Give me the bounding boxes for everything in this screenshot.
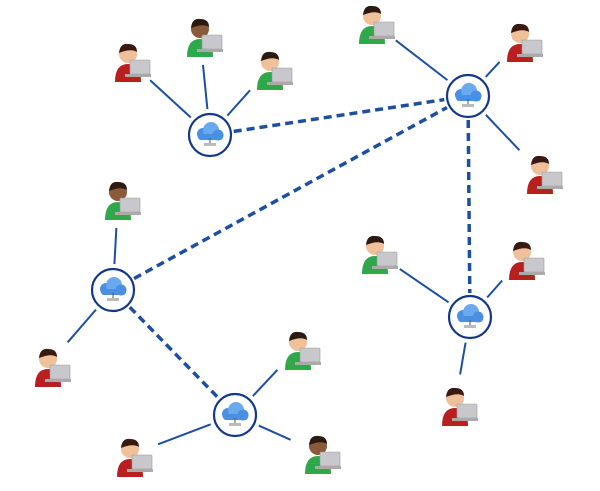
cloud-icon xyxy=(222,402,249,426)
user-link xyxy=(485,114,521,151)
user-4-person-icon[interactable] xyxy=(359,5,395,44)
cloud-icon xyxy=(197,122,224,146)
user-12-person-icon[interactable] xyxy=(285,331,321,370)
user-link xyxy=(66,308,97,343)
user-5-person-icon[interactable] xyxy=(507,23,543,62)
cloud-icon xyxy=(457,304,484,328)
user-link xyxy=(258,424,292,441)
user-1-person-icon[interactable] xyxy=(115,43,151,82)
user-9-person-icon[interactable] xyxy=(362,235,398,274)
user-2-person-icon[interactable] xyxy=(187,18,223,57)
user-link xyxy=(459,342,467,375)
user-link xyxy=(252,369,279,397)
backbone-link xyxy=(128,305,220,400)
laptop-icon xyxy=(127,454,153,472)
laptop-icon xyxy=(519,257,545,275)
laptop-icon xyxy=(267,67,293,85)
laptop-icon xyxy=(537,171,563,189)
user-link xyxy=(226,89,251,117)
user-link xyxy=(486,279,503,299)
hub-3-cloud-node[interactable] xyxy=(90,267,136,313)
laptop-icon xyxy=(295,347,321,365)
hub-4-cloud-node[interactable] xyxy=(447,294,493,340)
hub-2-cloud-node[interactable] xyxy=(445,73,491,119)
laptop-icon xyxy=(45,364,71,382)
user-link xyxy=(395,39,449,81)
user-link xyxy=(201,64,209,110)
user-link xyxy=(157,423,212,446)
user-8-person-icon[interactable] xyxy=(35,348,71,387)
laptop-icon xyxy=(315,451,341,469)
laptop-icon xyxy=(369,21,395,39)
user-link xyxy=(484,61,501,78)
laptop-icon xyxy=(115,197,141,215)
cloud-icon xyxy=(100,277,127,301)
laptop-icon xyxy=(197,34,223,52)
user-7-person-icon[interactable] xyxy=(105,181,141,220)
laptop-icon xyxy=(125,59,151,77)
hub-5-cloud-node[interactable] xyxy=(212,392,258,438)
backbone-link xyxy=(466,119,472,294)
backbone-link xyxy=(133,105,448,281)
user-14-person-icon[interactable] xyxy=(305,435,341,474)
user-link xyxy=(399,268,450,304)
user-6-person-icon[interactable] xyxy=(527,155,563,194)
user-13-person-icon[interactable] xyxy=(117,438,153,477)
user-link xyxy=(113,227,118,265)
laptop-icon xyxy=(517,39,543,57)
cloud-icon xyxy=(455,83,482,107)
laptop-icon xyxy=(372,251,398,269)
user-10-person-icon[interactable] xyxy=(509,241,545,280)
user-link xyxy=(149,79,192,119)
backbone-link xyxy=(233,97,445,134)
laptop-icon xyxy=(452,403,478,421)
hub-1-cloud-node[interactable] xyxy=(187,112,233,158)
user-3-person-icon[interactable] xyxy=(257,51,293,90)
user-11-person-icon[interactable] xyxy=(442,387,478,426)
